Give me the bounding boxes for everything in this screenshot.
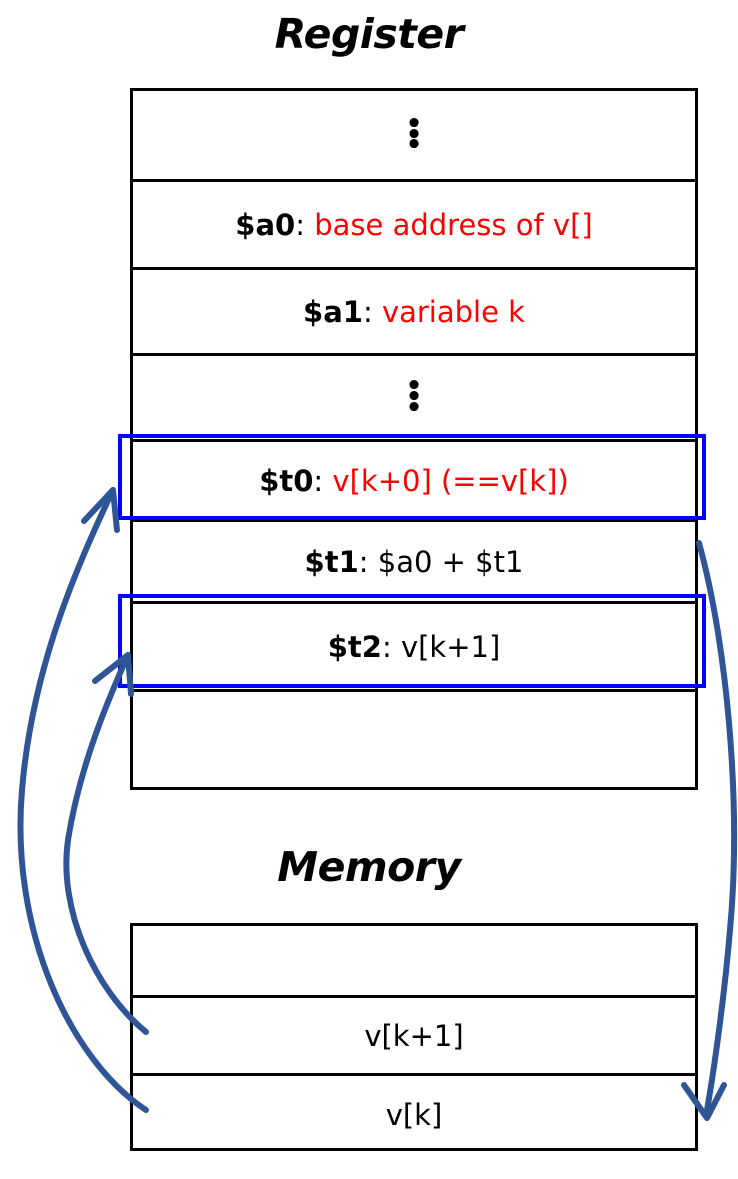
register-table: • • • $a0: base address of v[] $a1: vari… xyxy=(130,88,698,790)
memory-title: Memory xyxy=(277,843,461,891)
register-row-t2: $t2: v[k+1] xyxy=(133,601,695,689)
register-row-t0: $t0: v[k+0] (==v[k]) xyxy=(133,439,695,519)
register-separator-t1: : xyxy=(358,544,369,579)
register-value-t1: $a0 + $t1 xyxy=(377,544,524,579)
arrow-vk-to-t0 xyxy=(17,487,149,1113)
register-value-t0: v[k+0] (==v[k]) xyxy=(332,463,569,498)
register-name-t0: $t0 xyxy=(259,463,314,498)
register-name-a1: $a1 xyxy=(303,294,363,329)
register-row-a0: $a0: base address of v[] xyxy=(133,179,695,267)
register-title: Register xyxy=(274,10,464,58)
register-name-t1: $t1 xyxy=(304,544,359,579)
register-value-a0: base address of v[] xyxy=(314,207,593,242)
memory-cell-vk: v[k] xyxy=(385,1098,443,1132)
memory-table: v[k+1] v[k] xyxy=(130,923,698,1151)
register-row-ellipsis-top: • • • xyxy=(133,91,695,179)
memory-row-vk: v[k] xyxy=(133,1073,695,1154)
register-value-t2: v[k+1] xyxy=(400,629,501,664)
register-name-t2: $t2 xyxy=(327,629,382,664)
register-separator-t0: : xyxy=(313,463,324,498)
memory-row-vk1: v[k+1] xyxy=(133,995,695,1073)
register-value-a1: variable k xyxy=(381,294,525,329)
memory-cell-vk1: v[k+1] xyxy=(364,1018,464,1053)
arrow-vk1-to-t2 xyxy=(63,652,149,1035)
register-separator-a1: : xyxy=(362,294,373,329)
register-row-empty xyxy=(133,689,695,793)
register-separator-t2: : xyxy=(381,629,392,664)
register-name-a0: $a0 xyxy=(235,207,296,242)
register-row-t1: $t1: $a0 + $t1 xyxy=(133,519,695,601)
register-row-a1: $a1: variable k xyxy=(133,267,695,353)
register-row-ellipsis-mid: • • • xyxy=(133,353,695,439)
arrow-t1-to-memory xyxy=(681,540,738,1121)
register-separator-a0: : xyxy=(295,207,306,242)
